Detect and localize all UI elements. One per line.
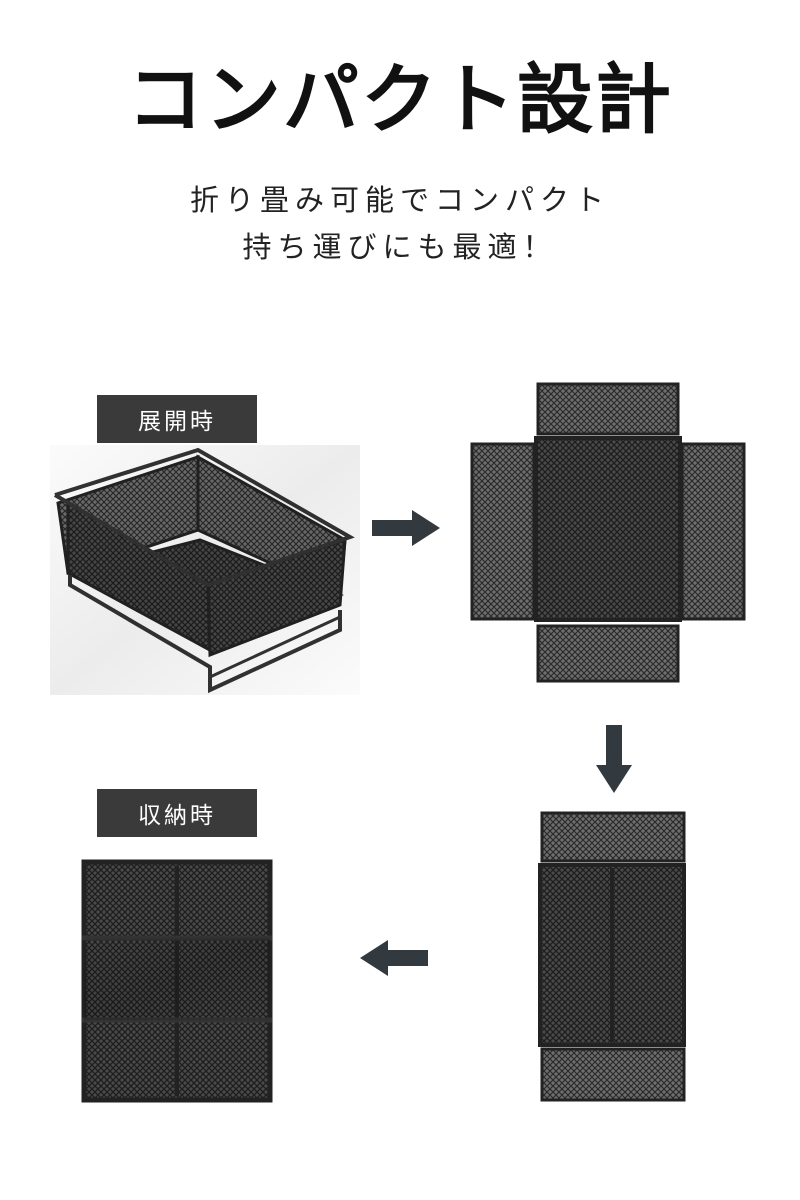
basket-folded-image [81, 859, 273, 1103]
basket-half-folded-image [538, 811, 686, 1102]
arrow-right-icon [372, 510, 440, 546]
arrow-down-icon [596, 725, 632, 793]
page-title: コンパクト設計 [127, 55, 673, 144]
basket-expanded-image [50, 445, 360, 695]
basket-unfolded-image [470, 382, 746, 683]
subtitle-line-1: 折り畳み可能でコンパクト [189, 183, 610, 217]
subtitle-line-2: 持ち運びにも最適！ [242, 230, 558, 264]
arrow-left-icon [360, 940, 428, 976]
label-open: 展開時 [97, 395, 257, 443]
label-stored: 収納時 [97, 789, 257, 837]
